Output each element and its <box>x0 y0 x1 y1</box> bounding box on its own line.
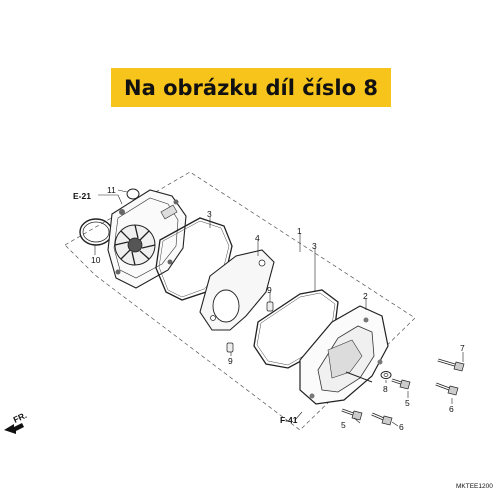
dowel-pin-9-lower <box>226 342 234 353</box>
pump-cover-2 <box>299 305 389 405</box>
diagram-code: MKTEE1200 <box>456 483 493 490</box>
cover-plate-4 <box>199 249 275 331</box>
callout-11: 11 <box>107 185 116 195</box>
bolt-5-lower <box>341 408 363 421</box>
callout-9-upper: 9 <box>267 285 272 295</box>
ref-label-e21: E-21 <box>73 191 91 201</box>
banner-text: Na obrázku díl číslo 8 <box>124 75 378 100</box>
callout-1: 1 <box>297 226 302 236</box>
o-ring-11 <box>126 188 140 200</box>
dowel-pin-9-upper <box>266 301 274 312</box>
bolt-6-lower <box>371 412 393 426</box>
front-direction-indicator: FR. <box>4 410 28 434</box>
bolt-6-right <box>435 382 459 396</box>
callout-2: 2 <box>363 291 368 301</box>
callout-4: 4 <box>255 233 260 243</box>
part-number-banner: Na obrázku díl číslo 8 <box>111 68 391 107</box>
ref-label-f41: F-41 <box>280 415 298 425</box>
bolt-5-upper <box>391 378 411 390</box>
leader-lines <box>94 189 464 427</box>
callout-6-right: 6 <box>449 404 454 414</box>
callout-6-lower: 6 <box>399 422 404 432</box>
callout-8: 8 <box>383 384 388 394</box>
callout-7: 7 <box>460 343 465 353</box>
o-ring-10 <box>79 218 113 246</box>
bolt-7 <box>437 358 465 372</box>
callout-3-left: 3 <box>207 209 212 219</box>
callout-10: 10 <box>91 255 101 265</box>
water-pump-body <box>107 189 187 289</box>
front-label: FR. <box>12 410 29 425</box>
callout-5-lower: 5 <box>341 420 346 430</box>
callout-3-right: 3 <box>312 241 317 251</box>
callout-9-lower: 9 <box>228 356 233 366</box>
callout-5-upper: 5 <box>405 398 410 408</box>
